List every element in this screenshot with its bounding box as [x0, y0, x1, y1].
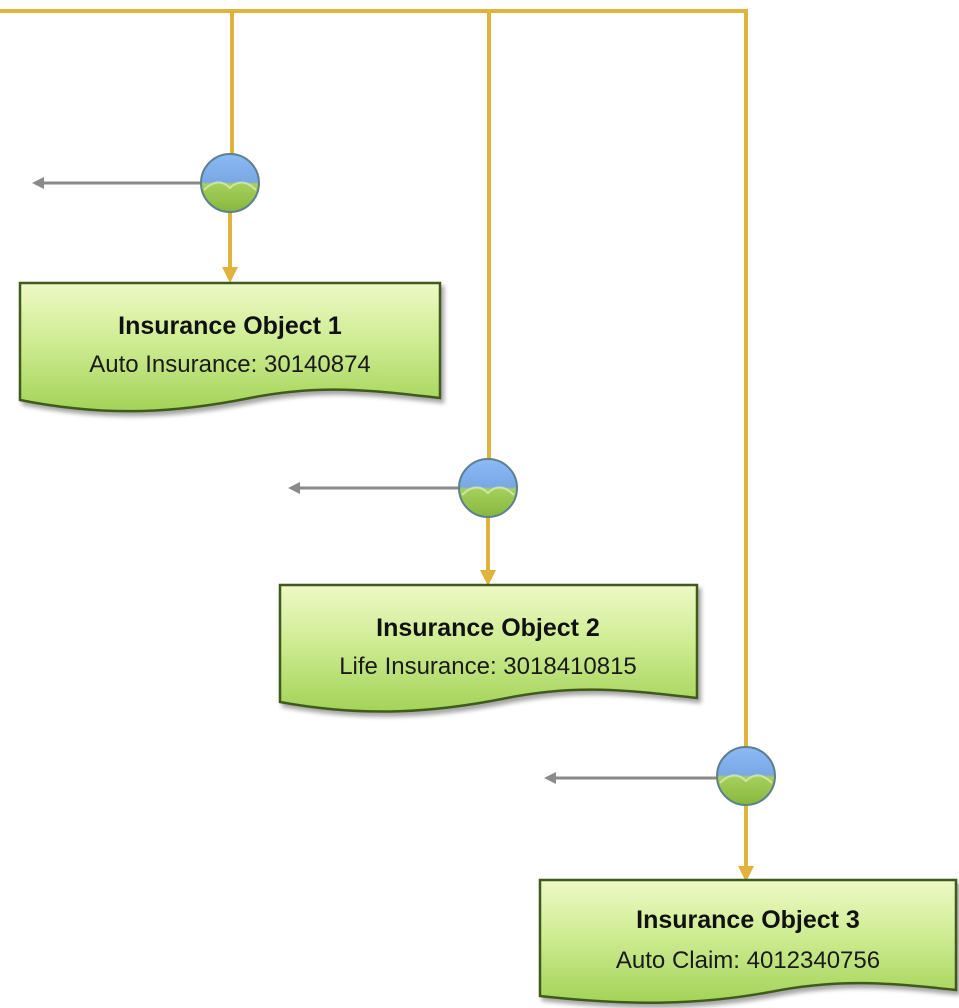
gateway-circle-icon [458, 458, 518, 518]
node-subtitle: Auto Insurance: 30140874 [89, 351, 371, 378]
node-subtitle: Life Insurance: 3018410815 [339, 653, 637, 680]
insurance-object-node[interactable]: Insurance Object 2 Life Insurance: 30184… [278, 583, 699, 713]
document-shape [538, 878, 958, 1004]
node-subtitle: Auto Claim: 4012340756 [616, 947, 880, 974]
document-shape [18, 281, 442, 413]
node-title: Insurance Object 3 [636, 906, 860, 934]
node-title: Insurance Object 2 [376, 614, 600, 642]
node-title: Insurance Object 1 [118, 312, 342, 340]
gateway-circle-icon [716, 746, 776, 806]
document-shape [278, 583, 699, 713]
insurance-object-node[interactable]: Insurance Object 3 Auto Claim: 401234075… [538, 878, 958, 1004]
gateway-circle-icon [200, 153, 260, 213]
insurance-object-node[interactable]: Insurance Object 1 Auto Insurance: 30140… [18, 281, 442, 413]
